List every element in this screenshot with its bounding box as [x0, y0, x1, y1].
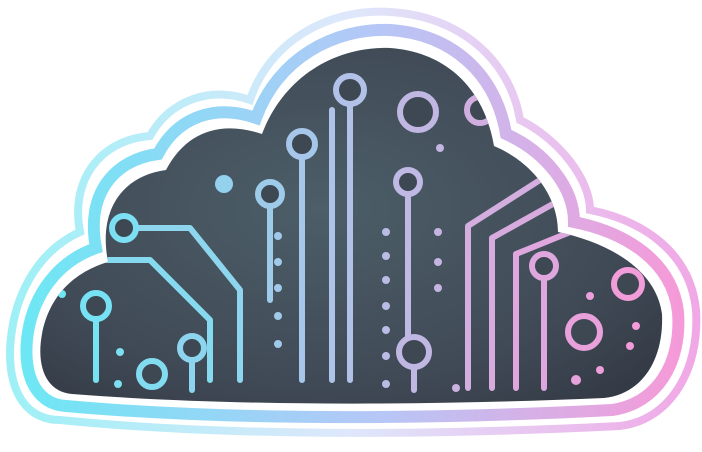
circuit-dot-1 [116, 348, 124, 356]
circuit-dot-12 [382, 302, 390, 310]
circuit-trace-10 [465, 177, 543, 391]
circuit-dot-16 [434, 228, 442, 236]
circuit-node-5 [333, 73, 367, 107]
circuit-node-3 [136, 358, 168, 390]
circuit-node-1 [109, 213, 139, 243]
circuit-trace-1 [121, 225, 243, 383]
circuit-dot-26 [596, 366, 604, 374]
circuit-dot-19 [436, 144, 444, 152]
circuit-dot-14 [382, 352, 390, 360]
circuit-trace-2 [71, 257, 213, 383]
circuit-node-12 [565, 313, 603, 351]
circuit-dot-9 [382, 228, 390, 236]
circuit-node-2 [177, 333, 207, 363]
circuit-dot-5 [274, 258, 282, 266]
circuit-dot-3 [215, 175, 233, 193]
circuit-node-0 [80, 290, 112, 322]
circuit-dot-27 [452, 384, 460, 392]
circuit-dot-25 [571, 375, 581, 385]
cloud-glow-ring [20, 23, 685, 424]
circuit-node-11 [529, 251, 559, 281]
circuit-dot-6 [274, 284, 282, 292]
circuit-dot-22 [586, 292, 594, 300]
circuit-node-8 [396, 334, 432, 370]
circuit-trace-11 [489, 197, 563, 391]
circuit-traces [58, 73, 645, 393]
circuit-dot-15 [382, 380, 390, 388]
circuit-dot-24 [626, 342, 634, 350]
circuit-node-9 [397, 91, 439, 133]
circuit-dot-17 [434, 258, 442, 266]
circuit-dot-8 [274, 340, 282, 348]
circuit-node-13 [611, 267, 645, 301]
circuit-dot-21 [595, 195, 605, 205]
circuit-dot-23 [632, 322, 640, 330]
circuit-dot-2 [114, 380, 122, 388]
circuit-dot-4 [274, 232, 282, 240]
circuit-dot-13 [382, 326, 390, 334]
circuit-node-6 [255, 179, 285, 209]
circuit-dot-7 [274, 312, 282, 320]
circuit-dot-10 [382, 252, 390, 260]
circuit-node-4 [286, 128, 318, 160]
circuit-node-7 [393, 167, 423, 197]
circuit-dot-18 [434, 284, 442, 292]
circuit-dot-11 [382, 276, 390, 284]
